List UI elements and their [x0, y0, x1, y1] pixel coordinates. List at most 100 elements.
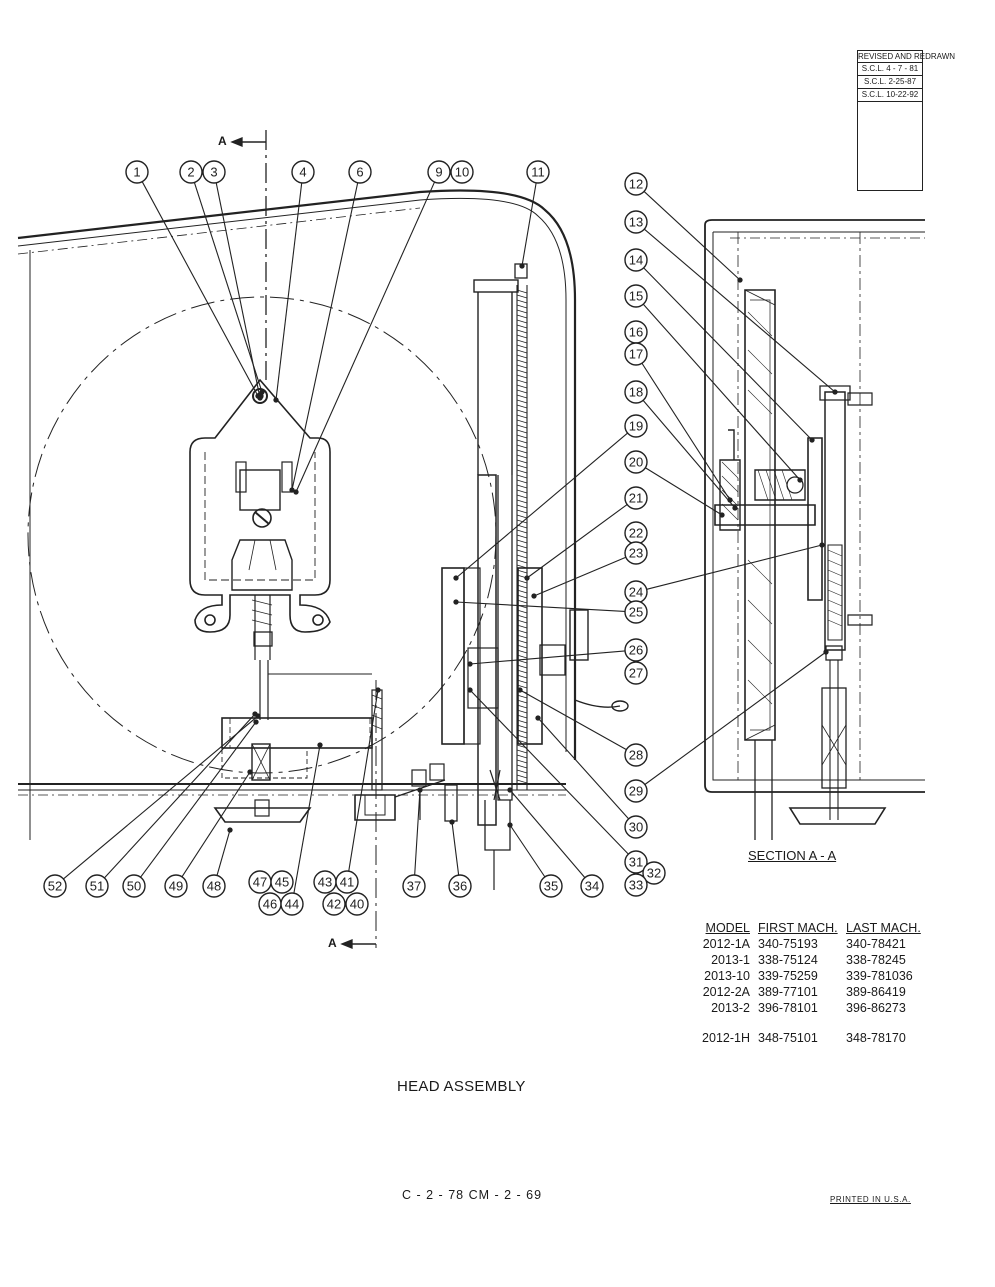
callout-number: 16: [629, 325, 643, 340]
leader-arrowhead: [797, 477, 803, 483]
leader-arrowhead: [375, 687, 381, 693]
leader-arrowhead: [417, 787, 423, 793]
callout-leader: [644, 651, 827, 785]
callout-number: 13: [629, 215, 643, 230]
callout-balloon: [624, 284, 648, 308]
callout-number: 4: [299, 165, 306, 180]
callout-balloon: [624, 541, 648, 565]
callout-number: 45: [275, 875, 289, 890]
callout-balloon: [85, 874, 109, 898]
callout-leader: [140, 721, 257, 878]
callout-balloon: [179, 160, 203, 184]
callout-number: 10: [455, 165, 469, 180]
callout-balloon: [202, 874, 226, 898]
drawing-title: HEAD ASSEMBLY: [397, 1078, 526, 1095]
callout-balloon: [335, 870, 359, 894]
section-view: [704, 219, 925, 840]
leader-arrowhead: [467, 687, 473, 693]
callout-balloon: [526, 160, 550, 184]
callout-balloon: [624, 661, 648, 685]
cell-first: 338-75124: [758, 953, 818, 967]
cell-first: 348-75101: [758, 1031, 818, 1045]
callout-balloon: [580, 874, 604, 898]
models-table: MODEL FIRST MACH. LAST MACH. 2012-1A 340…: [688, 920, 936, 1046]
leader-arrowhead: [809, 437, 815, 443]
leader-arrowhead: [259, 389, 265, 395]
callout-balloon: [624, 450, 648, 474]
callout-leader: [519, 689, 627, 751]
callout-number: 48: [207, 879, 221, 894]
callout-leader: [645, 467, 723, 516]
callout-leader: [646, 544, 823, 590]
leader-arrowhead: [247, 769, 253, 775]
leader-arrowhead: [531, 593, 537, 599]
callout-number: 14: [629, 253, 643, 268]
callout-leader: [642, 303, 801, 481]
callout-leader: [348, 689, 379, 872]
callout-number: 52: [48, 879, 62, 894]
callout-number: 28: [629, 748, 643, 763]
leader-arrowhead: [524, 575, 530, 581]
callout-leader: [643, 191, 741, 281]
table-row: 2013-10 339-75259 339-781036: [688, 968, 936, 984]
models-table-header: MODEL FIRST MACH. LAST MACH.: [688, 920, 936, 936]
leader-arrowhead: [289, 487, 295, 493]
callout-number: 31: [629, 855, 643, 870]
callout-balloon: [164, 874, 188, 898]
printed-notice: PRINTED IN U.S.A.: [830, 1195, 911, 1204]
cell-model: 2013-2: [711, 1001, 750, 1015]
leader-arrowhead: [453, 575, 459, 581]
callout-leader: [641, 362, 731, 501]
callout-number: 33: [629, 878, 643, 893]
leader-arrowhead: [719, 512, 725, 518]
callout-leader: [293, 744, 321, 894]
cell-first: 389-77101: [758, 985, 818, 999]
cell-last: 348-78170: [846, 1031, 906, 1045]
callout-balloon: [348, 160, 372, 184]
callout-leader: [181, 771, 251, 878]
cell-model: 2013-10: [704, 969, 750, 983]
callout-balloon: [539, 874, 563, 898]
leader-arrowhead: [832, 389, 838, 395]
callout-number: 18: [629, 385, 643, 400]
cell-model: 2012-1A: [702, 937, 750, 951]
cell-first: 396-78101: [758, 1001, 818, 1015]
callout-number: 34: [585, 879, 599, 894]
guide-bracket: [189, 378, 331, 633]
callout-balloon: [624, 638, 648, 662]
callout-number: 27: [629, 666, 643, 681]
callout-leader: [141, 181, 259, 397]
callout-balloon: [624, 815, 648, 839]
callout-leader: [414, 789, 421, 876]
callout-number: 50: [127, 879, 141, 894]
frame-outline: [17, 189, 577, 840]
leader-arrowhead: [449, 819, 455, 825]
callout-leader: [533, 556, 627, 597]
header-first-mach: FIRST MACH.: [758, 921, 838, 935]
table-row: 2013-1 338-75124 338-78245: [688, 952, 936, 968]
callout-number: 12: [629, 177, 643, 192]
revision-entry: S.C.L. 2-25-87: [858, 76, 922, 89]
callout-number: 26: [629, 643, 643, 658]
leader-arrowhead: [467, 661, 473, 667]
callout-number: 32: [647, 866, 661, 881]
callout-number: 3: [210, 165, 217, 180]
cell-model: 2013-1: [711, 953, 750, 967]
leader-arrowhead: [227, 827, 233, 833]
callout-leader: [193, 182, 263, 393]
callout-balloon: [122, 874, 146, 898]
cell-last: 389-86419: [846, 985, 906, 999]
callout-number: 44: [285, 897, 299, 912]
callout-leader: [295, 181, 436, 493]
callout-number: 47: [253, 875, 267, 890]
revision-entry: S.C.L. 4 - 7 - 81: [858, 63, 922, 76]
callout-leader: [509, 824, 546, 878]
callout-balloon: [43, 874, 67, 898]
leader-arrowhead: [517, 687, 523, 693]
callout-balloon: [624, 210, 648, 234]
callout-balloon: [624, 414, 648, 438]
leader-arrowhead: [317, 742, 323, 748]
callout-leader: [451, 821, 460, 876]
callout-number: 17: [629, 347, 643, 362]
